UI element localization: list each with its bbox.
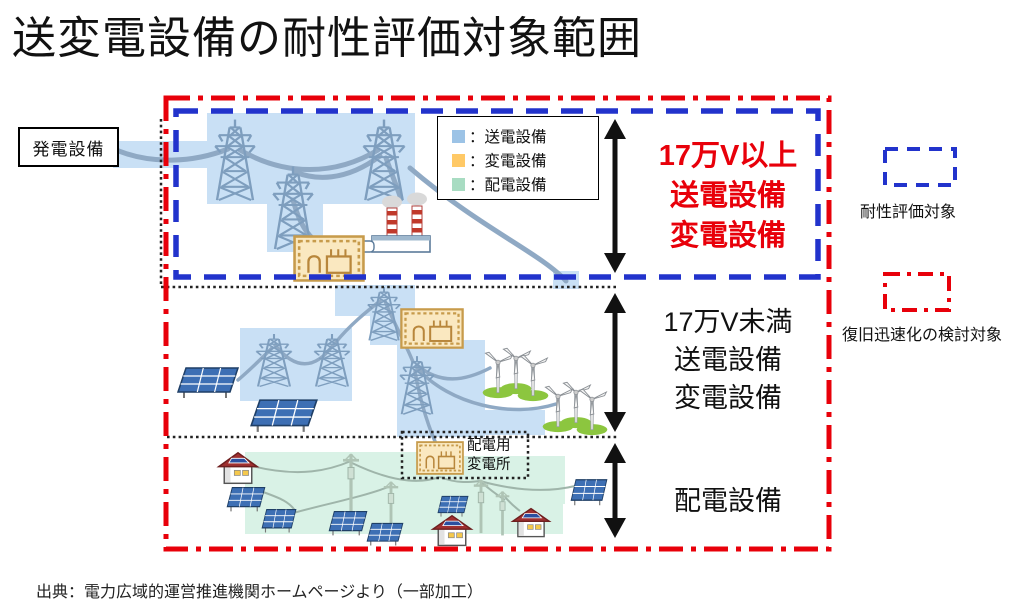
band1-arrow — [604, 119, 626, 273]
restore-target-label: 復旧迅速化の検討対象 — [842, 327, 1003, 344]
restore-key-box — [883, 272, 951, 312]
legend-item-substation: ：変電設備 — [452, 148, 598, 172]
page-title: 送変電設備の耐性評価対象範囲 — [12, 14, 642, 63]
legend-item-distribution: ：配電設備 — [452, 172, 598, 196]
band2-arrow — [604, 293, 626, 432]
distribution-substation-label: 配電用 変電所 — [467, 438, 511, 473]
restoration-scope-border — [163, 95, 832, 552]
solar-panel-icon — [177, 367, 239, 399]
substation-swatch — [452, 153, 465, 167]
equipment-legend: ：送電設備 ：変電設備 ：配電設備 — [437, 116, 599, 200]
eval-target-label: 耐性評価対象 — [860, 204, 957, 221]
transmission-swatch — [452, 129, 465, 143]
solar-panel-icon — [570, 478, 608, 507]
band1-label: 17万V以上 送電設備 変電設備 — [658, 140, 798, 252]
power-lines-top — [109, 145, 569, 284]
band2-label: 17万V未満 送電設備 変電設備 — [663, 307, 793, 413]
legend-item-transmission: ：送電設備 — [452, 124, 598, 148]
source-note: 出典：電力広域的運営推進機関ホームページより（一部加工） — [36, 584, 483, 601]
band3-arrow — [604, 443, 626, 538]
distribution-lines — [251, 460, 576, 515]
distribution-substation-icon — [416, 441, 464, 475]
band3-label: 配電設備 — [674, 486, 782, 516]
substation-icon — [400, 308, 464, 349]
evaluation-scope-border — [173, 108, 821, 280]
legend-label: ：送電設備 — [469, 129, 547, 146]
solar-panel-icon — [250, 399, 318, 433]
generation-label-box: 発電設備 — [18, 127, 119, 167]
eval-key-box — [883, 147, 957, 187]
generation-label: 発電設備 — [32, 139, 105, 159]
dotted-guides — [159, 119, 617, 480]
substation-icon — [293, 235, 365, 282]
legend-label: ：配電設備 — [469, 177, 547, 194]
distribution-swatch — [452, 177, 465, 191]
legend-label: ：変電設備 — [469, 153, 547, 170]
solar-panel-icon — [366, 522, 404, 547]
